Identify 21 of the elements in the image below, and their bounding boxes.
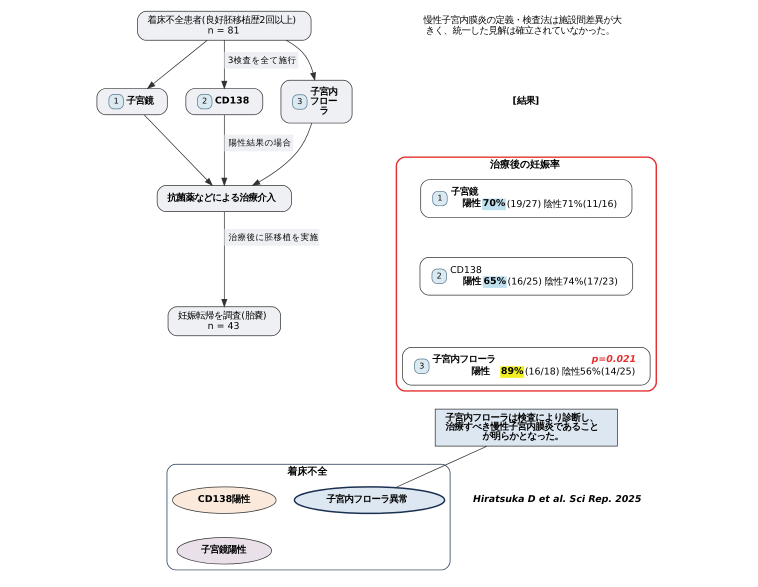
edge-label: 治療後に胚移植を実施 (228, 233, 318, 244)
arrow (220, 114, 227, 186)
node-ellipse: CD138陽性 (172, 486, 276, 514)
node-box: 妊娠転帰を調査(胎嚢) n = 43 (167, 306, 280, 336)
label: [結果] (512, 95, 539, 106)
arrow (285, 40, 316, 82)
label: Hiratsuka D et al. Sci Rep. 2025 (472, 494, 641, 505)
node-box: 抗菌薬などによる治療介入 (156, 185, 292, 212)
label: 慢性子宮内膜炎の定義・検査法は施設間差異が大きく、統一した見解は確立されていなかった。 (423, 15, 622, 36)
edge-label: 陽性結果の場合 (228, 138, 291, 149)
node-ellipse: 子宮鏡陽性 (176, 537, 272, 564)
connector (394, 446, 487, 488)
node-box: 着床不全患者(良好胚移植歴2回以上) n = 81 (136, 10, 311, 41)
arrow (220, 40, 227, 90)
edge-label: 3検査を全て施行 (227, 56, 296, 66)
arrow (251, 122, 312, 186)
arrow (220, 211, 227, 308)
arrow (143, 114, 213, 186)
node-ellipse: 子宮内フローラ異常 (293, 486, 445, 514)
node-box: 子宮内フローラは検査により診断し、治療すべき慢性子宮内膜炎であることが明らかとなった。 (434, 408, 618, 446)
arrow (146, 40, 208, 90)
